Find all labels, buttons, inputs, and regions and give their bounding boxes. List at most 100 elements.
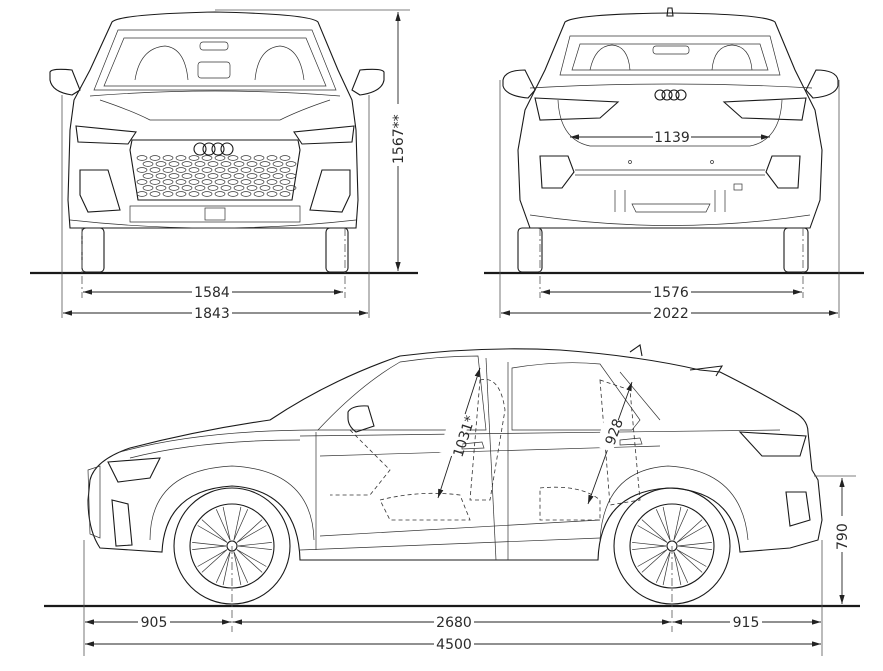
grille-cell — [285, 185, 297, 191]
grille-cell — [246, 185, 258, 191]
grille-cell — [266, 155, 278, 161]
wheel-spoke — [215, 509, 231, 541]
grille-cell — [181, 161, 193, 167]
dimension-front-overhang: 905 — [85, 614, 231, 631]
rear-right-tire — [783, 227, 809, 273]
grille-cell — [259, 161, 271, 167]
wheel-spoke — [236, 519, 263, 543]
rear-wheel — [613, 487, 731, 605]
grille-cell — [214, 155, 226, 161]
grille-cell — [214, 179, 226, 185]
grille-cell — [194, 185, 206, 191]
grille-cell — [194, 173, 206, 179]
side-rear-reflector — [785, 491, 811, 527]
grille-cell — [201, 191, 213, 197]
grille-cell — [181, 185, 193, 191]
grille-cell — [188, 179, 200, 185]
front-view: 1567** 1584 1843 — [30, 9, 418, 322]
wheel-spoke — [637, 525, 668, 543]
grille-cell — [233, 161, 245, 167]
side-front-intake — [111, 499, 133, 547]
left-air-intake — [79, 169, 121, 213]
grille-cell — [188, 191, 200, 197]
rear-left-reflector — [539, 155, 575, 189]
dimension-label-1567: 1567** — [391, 114, 407, 164]
grille-cell — [233, 185, 245, 191]
grille-cell — [246, 173, 258, 179]
wheel-spoke — [673, 551, 689, 583]
grille-cell — [220, 161, 232, 167]
grille-cell — [149, 155, 161, 161]
front-wheel — [173, 487, 291, 605]
grille-cell — [253, 191, 265, 197]
brand-rings-rear — [654, 89, 687, 101]
wheel-spoke — [236, 525, 267, 543]
dimension-label-1843: 1843 — [194, 306, 230, 322]
grille-cell — [285, 173, 297, 179]
grille-cell — [253, 167, 265, 173]
wheel-spoke — [236, 549, 267, 567]
wheel-spoke — [676, 525, 707, 543]
grille-cell — [175, 191, 187, 197]
grille-cell — [181, 173, 193, 179]
dimension-label-4500: 4500 — [436, 637, 472, 653]
dimension-width-incl-mirrors: 2022 — [501, 305, 838, 322]
wheel-spoke — [632, 542, 667, 547]
dimension-rear-headroom: 928 — [587, 381, 633, 505]
grille-cell — [253, 179, 265, 185]
grille-cell — [220, 173, 232, 179]
grille-cell — [246, 161, 258, 167]
grille-cell — [227, 167, 239, 173]
side-headlight — [107, 457, 161, 483]
grille-cell — [233, 173, 245, 179]
wheel-spoke — [233, 551, 249, 583]
grille-cell — [136, 191, 148, 197]
grille-cell — [188, 155, 200, 161]
wheel-spoke — [236, 549, 263, 573]
dimension-front-track: 1584 — [83, 284, 343, 301]
side-mirror — [347, 405, 375, 433]
grille-cell — [279, 167, 291, 173]
wheel-spoke — [197, 549, 228, 567]
dimension-loading-sill-height: 790 — [814, 475, 856, 604]
wheel-spoke — [237, 545, 272, 550]
grille-cell — [253, 155, 265, 161]
grille-cell — [259, 173, 271, 179]
wheel-spoke — [677, 542, 712, 547]
grille-cell — [168, 173, 180, 179]
wheel-spoke — [222, 551, 231, 586]
wheel-spoke — [673, 551, 682, 586]
grille-cell — [142, 161, 154, 167]
wheel-spoke — [197, 525, 228, 543]
wheel-spoke — [676, 549, 703, 573]
grille-cell — [201, 167, 213, 173]
front-grille — [129, 139, 301, 201]
wheel-spoke — [676, 519, 703, 543]
wheel-spoke — [233, 506, 242, 541]
grille-cell — [227, 155, 239, 161]
left-mirror — [49, 68, 81, 96]
dimension-label-915: 915 — [733, 615, 760, 631]
dimension-label-1576: 1576 — [653, 285, 689, 301]
grille-cell — [155, 173, 167, 179]
front-right-tire — [325, 227, 349, 273]
grille-cell — [266, 167, 278, 173]
grille-cell — [279, 191, 291, 197]
grille-cell — [188, 167, 200, 173]
grille-cell — [240, 191, 252, 197]
dimension-front-headroom: 1031* — [437, 367, 481, 499]
grille-cell — [149, 167, 161, 173]
grille-cell — [240, 155, 252, 161]
grille-cell — [136, 179, 148, 185]
grille-cell — [142, 185, 154, 191]
dimension-overall-height: 1567** — [388, 12, 408, 271]
wheel-spoke — [673, 509, 689, 541]
rear-right-mirror — [805, 69, 839, 99]
dimension-overall-width: 1843 — [63, 305, 368, 322]
left-headlight — [75, 125, 137, 145]
rear-door-handle — [619, 437, 643, 446]
grille-cell — [175, 167, 187, 173]
wheel-spoke — [222, 506, 231, 541]
wheel-spoke — [201, 519, 228, 543]
grille-cell — [207, 161, 219, 167]
